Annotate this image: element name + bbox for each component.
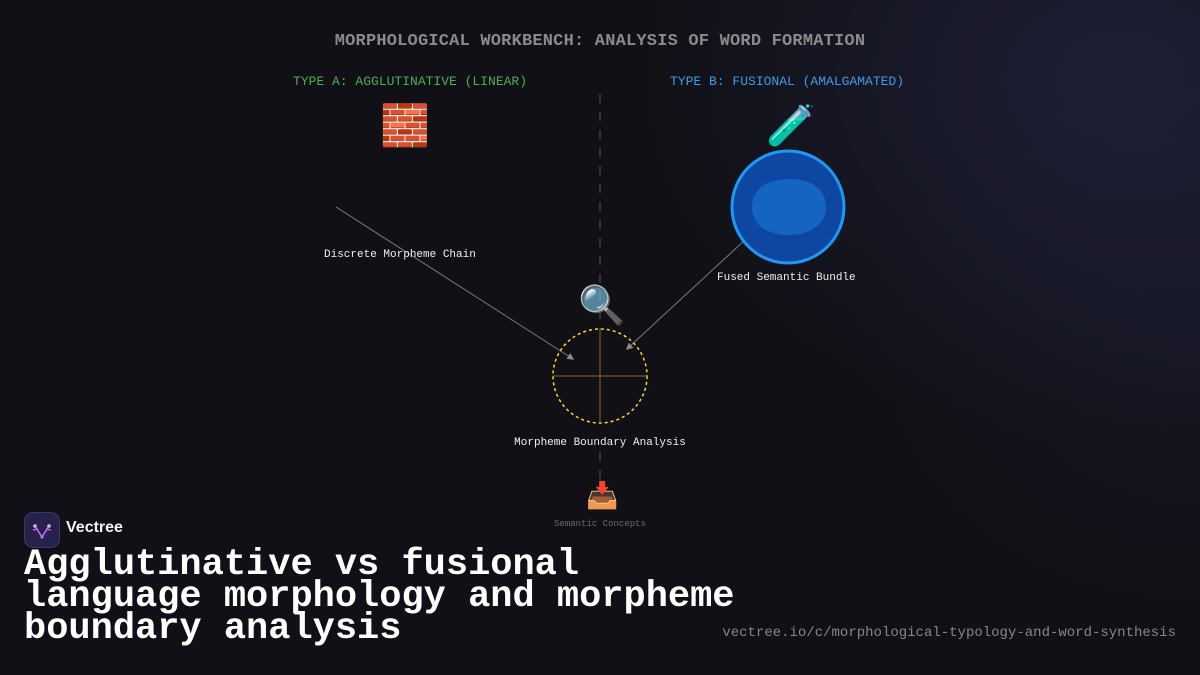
test-tube-icon: 🧪 [766,103,816,149]
source-url[interactable]: vectree.io/c/morphological-typology-and-… [722,625,1176,641]
inbox-tray-icon: 📥 [586,481,619,511]
magnifier-icon: 🔍 [578,283,626,327]
fusional-label: Fused Semantic Bundle [717,272,856,284]
fused-blob [752,179,826,235]
vectree-logo-icon [32,524,52,539]
brick-icon: 🧱 [380,103,430,149]
output-label: Semantic Concepts [554,519,646,529]
brand-name[interactable]: Vectree [66,519,123,536]
type-b-heading: TYPE B: FUSIONAL (AMALGAMATED) [670,74,905,89]
analysis-label: Morpheme Boundary Analysis [514,437,686,449]
connector-agglutinative [335,206,575,360]
connector-fusional [625,225,761,350]
page-headline: Agglutinative vs fusional language morph… [24,544,735,650]
type-a-heading: TYPE A: AGGLUTINATIVE (LINEAR) [293,74,528,89]
diagram-title: MORPHOLOGICAL WORKBENCH: ANALYSIS OF WOR… [334,32,866,51]
agglutinative-label: Discrete Morpheme Chain [324,249,476,261]
brand-logo[interactable] [24,512,60,548]
